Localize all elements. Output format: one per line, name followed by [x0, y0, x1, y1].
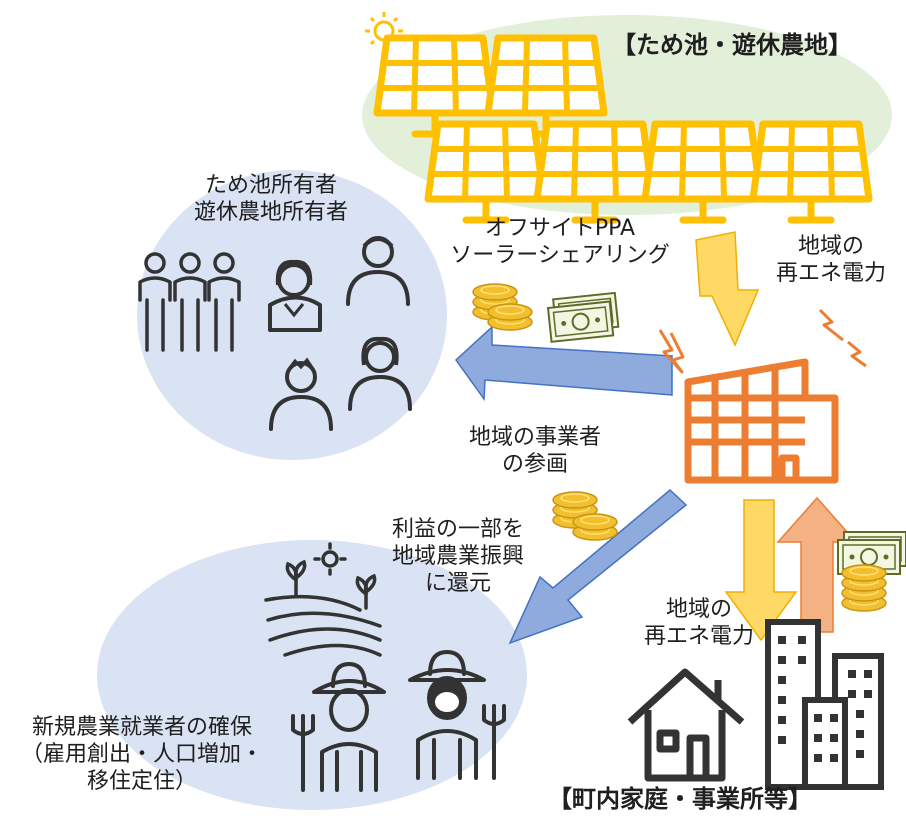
farmer-left-icon [291, 662, 386, 792]
renewable-power-top-line2: 再エネ電力 [775, 261, 886, 286]
power-arrow-down [695, 231, 760, 347]
renewable-power-bottom-line1: 地域の [665, 597, 732, 622]
profit-return-label: 利益の一部を 地域農業振興 に還元 [378, 516, 538, 597]
girl-icon [348, 336, 412, 411]
renewable-power-top-line1: 地域の [797, 234, 864, 259]
operator-line1: 地域の事業者 [468, 425, 601, 450]
coins-icon-top [472, 283, 533, 331]
profit-line2: 地域農業振興 [391, 544, 524, 569]
town-homes-businesses-title: 【町内家庭・事業所等】 [548, 785, 812, 813]
operator-participation-label: 地域の事業者 の参画 [450, 424, 620, 478]
coins-icon-middle [552, 491, 618, 541]
farmers-line3: 移住定住） [86, 769, 197, 794]
participation-arrow-left [455, 325, 673, 402]
solar-caption-line1: オフサイトPPA [484, 216, 636, 241]
owners-label-line2: 遊休農地所有者 [193, 200, 348, 225]
power-arrow-to-town [724, 499, 798, 642]
lightning-icons [658, 308, 867, 374]
woman-icon [268, 259, 322, 332]
renewable-power-label-top: 地域の 再エネ電力 [768, 233, 894, 287]
farmers-line2: （雇用創出・人口増加・ [20, 742, 263, 767]
operator-line2: の参画 [501, 452, 568, 477]
farmland-icon [264, 542, 382, 657]
farmer-right-icon [408, 650, 506, 780]
profit-arrow-diagonal [508, 488, 688, 645]
group-people-icon [138, 252, 241, 352]
renewable-power-label-bottom: 地域の 再エネ電力 [636, 596, 762, 650]
profit-line1: 利益の一部を [391, 517, 524, 542]
coins-icon-right [841, 564, 887, 612]
banknote-icon-top [547, 291, 620, 343]
profit-line3: に還元 [424, 571, 491, 596]
ponds-fields-title: 【ため池・遊休農地】 [612, 31, 852, 59]
farmers-line1: 新規農業就業者の確保 [31, 715, 252, 740]
owners-label-line1: ため池所有者 [204, 173, 337, 198]
solar-caption: オフサイトPPA ソーラーシェアリング [442, 215, 678, 269]
house-icon [627, 668, 745, 782]
renewable-power-bottom-line2: 再エネ電力 [643, 624, 754, 649]
new-farmers-label: 新規農業就業者の確保 （雇用創出・人口増加・ 移住定住） [6, 714, 278, 795]
boy-icon [269, 357, 333, 431]
office-buildings-icon [765, 619, 884, 790]
payment-arrow-up [776, 496, 858, 633]
power-plant-icon [684, 358, 839, 484]
owners-label: ため池所有者 遊休農地所有者 [166, 172, 376, 226]
man-icon [346, 236, 410, 306]
solar-caption-line2: ソーラーシェアリング [450, 243, 670, 268]
